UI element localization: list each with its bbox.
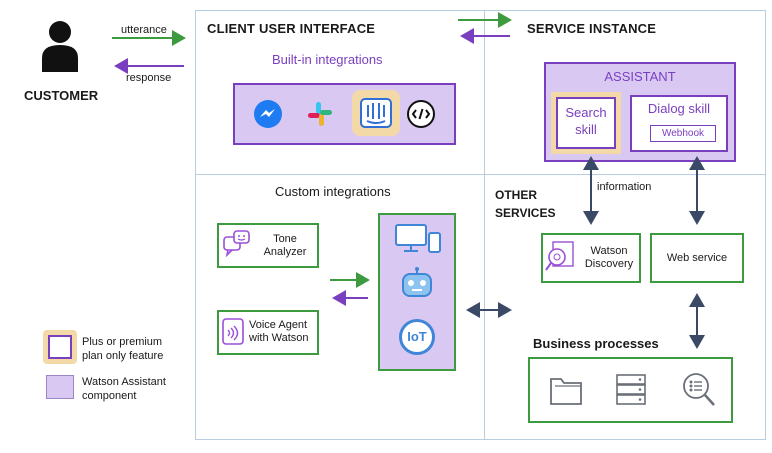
tone-analyzer-icon (222, 229, 252, 259)
iot-label: IoT (407, 329, 427, 344)
tone-analyzer-label: Tone Analyzer (263, 233, 307, 258)
builtin-integrations-title: Built-in integrations (272, 52, 383, 67)
web-service-box (650, 233, 744, 283)
assistant-title: ASSISTANT (604, 69, 676, 84)
messenger-icon (253, 99, 283, 129)
dialog-skill-box (630, 95, 728, 152)
utterance-label: utterance (121, 24, 167, 36)
folder-icon (547, 372, 585, 408)
discovery-icon (545, 240, 577, 274)
legend-watson-swatch (46, 375, 74, 399)
client-ui-title: CLIENT USER INTERFACE (207, 21, 376, 36)
watson-discovery-label: Watson Discovery (584, 245, 634, 270)
customer-label: CUSTOMER (24, 88, 99, 103)
web-chat-icon (406, 99, 436, 129)
customer-icon (40, 20, 80, 72)
slack-icon (305, 99, 335, 129)
server-icon (614, 372, 648, 408)
legend-plus-premium-label: Plus or premium plan only feature (82, 336, 164, 362)
webhook-box: Webhook (650, 125, 716, 142)
service-instance-title: SERVICE INSTANCE (527, 21, 657, 36)
search-skill-label: Search skill (565, 105, 607, 137)
data-search-icon (679, 370, 719, 410)
voice-agent-icon (222, 318, 248, 346)
legend-watson-label: Watson Assistant component (82, 376, 166, 402)
information-label: information (597, 181, 652, 193)
response-label: response (126, 72, 172, 84)
business-processes-title: Business processes (533, 336, 659, 351)
iot-icon (399, 319, 435, 355)
bot-icon (399, 266, 435, 302)
devices-icon (393, 223, 443, 257)
search-skill-box (556, 97, 616, 149)
legend-plus-premium-inner (48, 335, 72, 359)
voice-agent-label: Voice Agent with Watson (249, 319, 309, 344)
intercom-icon (360, 98, 392, 128)
dialog-skill-label: Dialog skill (647, 101, 711, 116)
other-services-title: OTHER SERVICES (495, 188, 556, 220)
voice-agent-box (217, 310, 319, 355)
tone-analyzer-box (217, 223, 319, 268)
custom-integrations-title: Custom integrations (275, 184, 391, 199)
web-service-label: Web service (666, 252, 728, 264)
